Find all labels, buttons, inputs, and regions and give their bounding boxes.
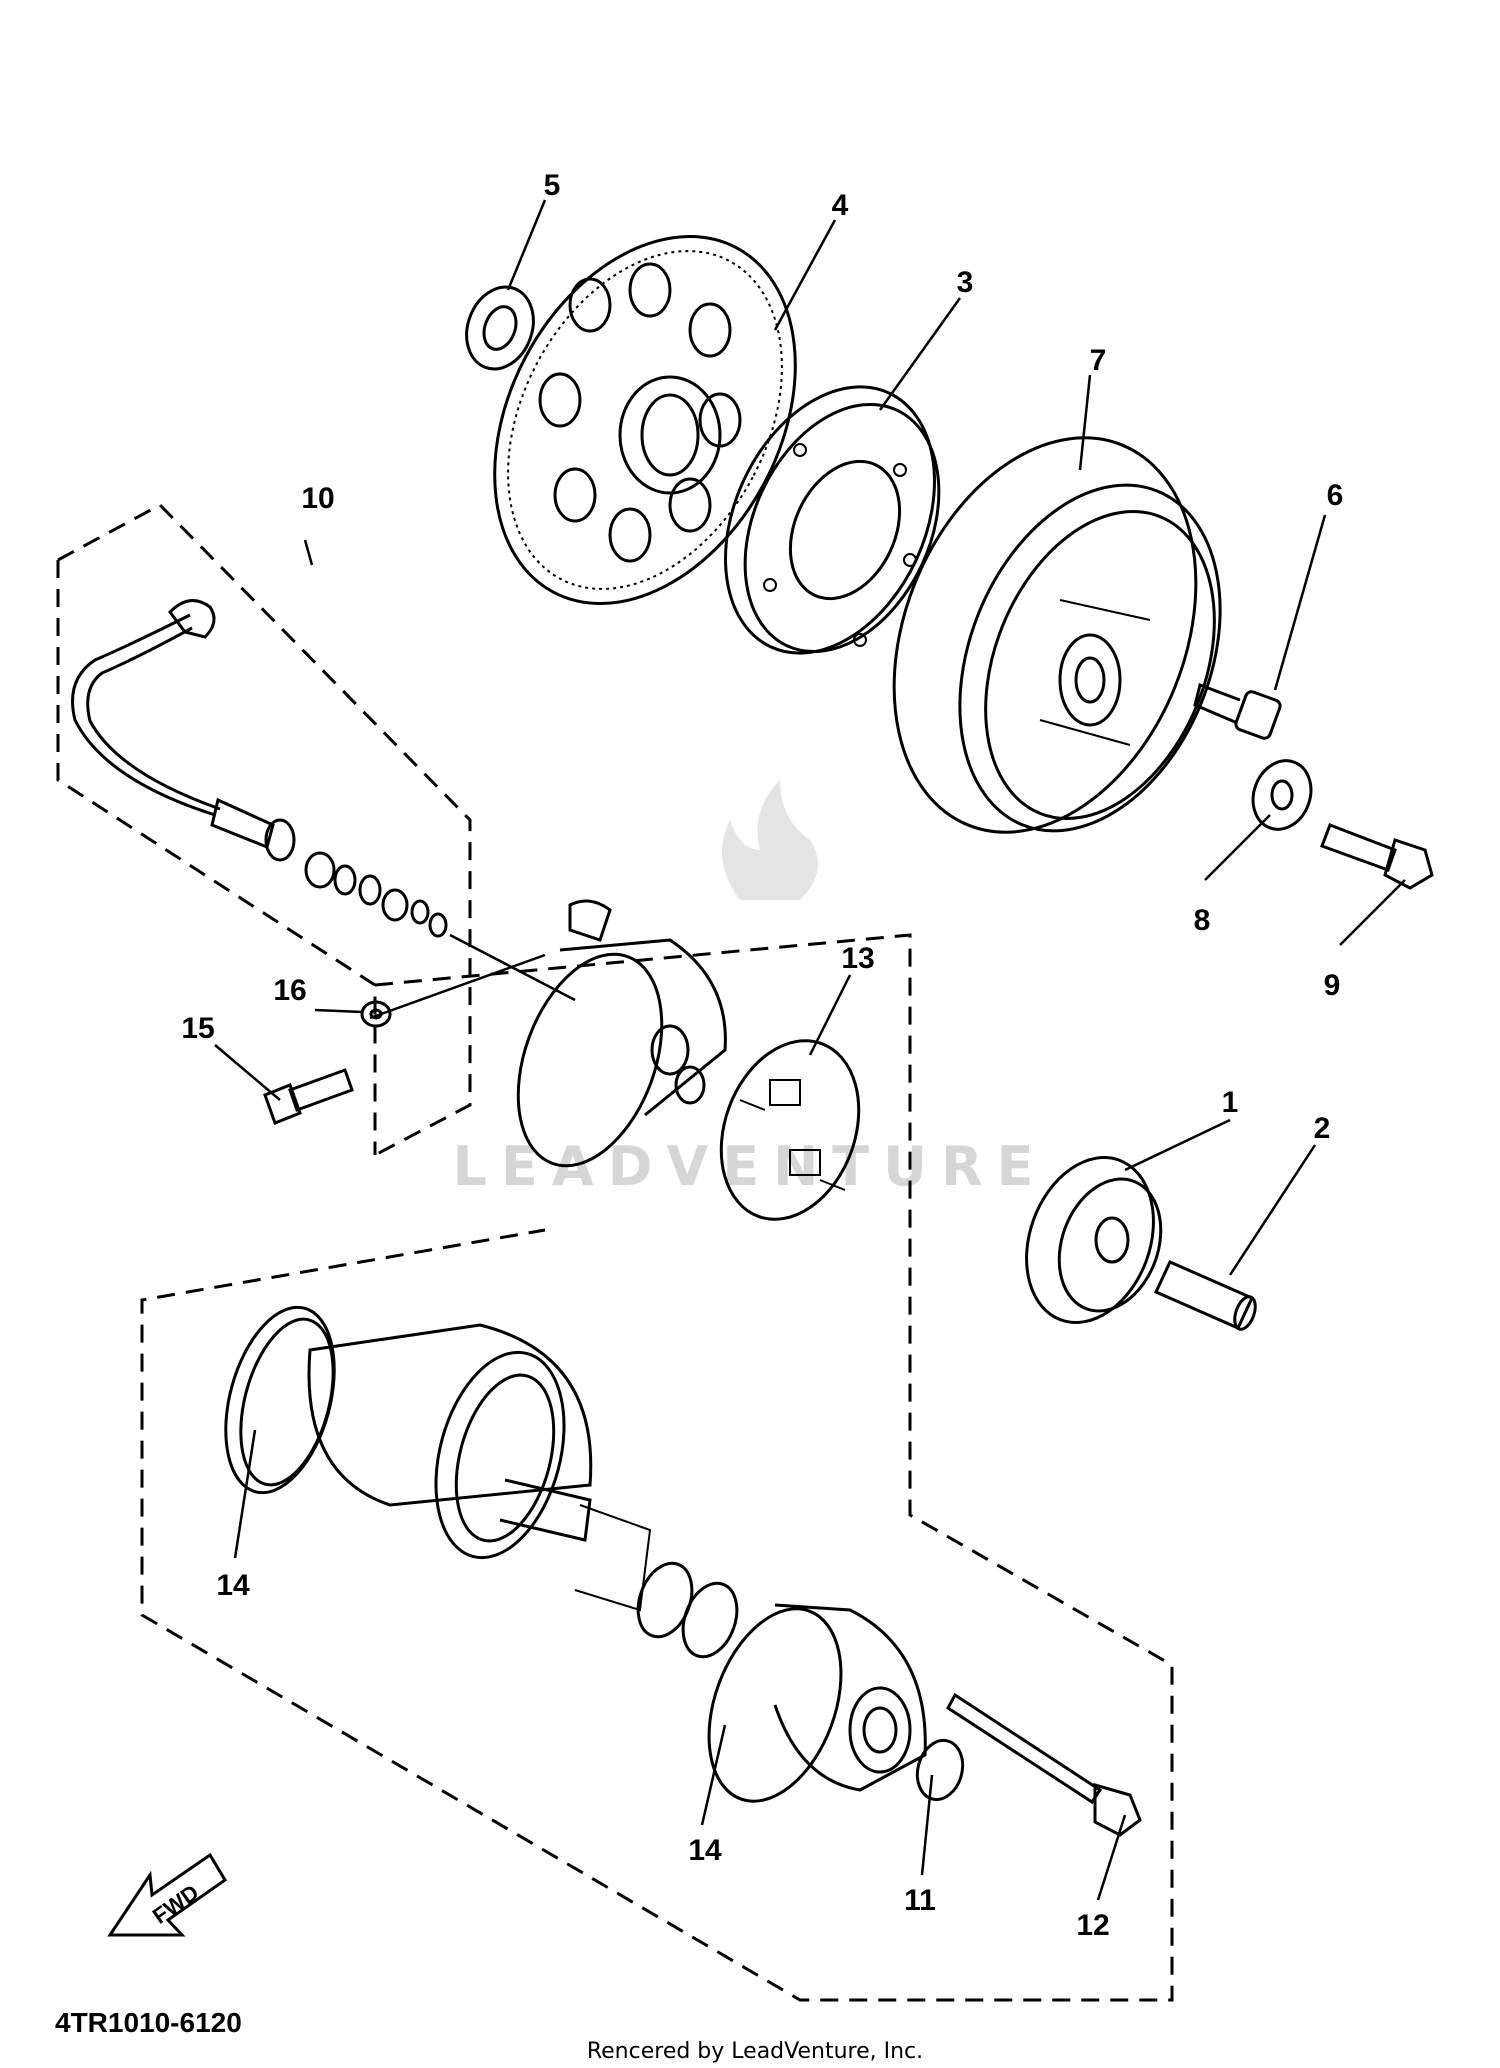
washer-5 — [465, 285, 535, 371]
callout-3: 3 — [957, 266, 974, 299]
assembly-outline-upper — [57, 503, 472, 1157]
callout-2: 2 — [1314, 1112, 1331, 1145]
callout-12: 12 — [1076, 1909, 1109, 1942]
callout-8: 8 — [1194, 904, 1211, 937]
diagram-part-code: 4TR1010-6120 — [55, 2007, 242, 2038]
armature-yoke — [224, 1305, 739, 1659]
callout-7: 7 — [1090, 344, 1107, 377]
starter-front-cover — [516, 899, 727, 1168]
assembly-outline-lower — [56, 560, 377, 1155]
callout-4: 4 — [832, 189, 849, 222]
bolt-9 — [1320, 823, 1434, 890]
callout-5: 5 — [544, 169, 561, 202]
callout-1: 1 — [1222, 1086, 1239, 1119]
callout-10: 10 — [301, 482, 334, 515]
callout-11: 11 — [904, 1884, 936, 1917]
callout-13: 13 — [841, 942, 874, 975]
starter-lead-wire — [71, 599, 576, 1002]
callout-14-lower: 14 — [688, 1834, 722, 1867]
callout-16: 16 — [273, 974, 306, 1007]
leader-lines — [214, 199, 1406, 1901]
idle-gear — [1025, 1156, 1163, 1324]
washer-8 — [1251, 759, 1313, 831]
o-ring-11 — [915, 1738, 965, 1802]
fwd-direction-arrow: FWD — [107, 1852, 228, 1937]
callout-9: 9 — [1324, 969, 1341, 1002]
watermark: LEADVENTURE — [453, 780, 1048, 1198]
idle-gear-shaft — [1153, 1260, 1257, 1331]
callout-6: 6 — [1327, 479, 1344, 512]
bolt-15 — [263, 1068, 354, 1125]
callout-15: 15 — [181, 1012, 214, 1045]
starter-wheel-gear — [493, 235, 797, 605]
bolt-6 — [1193, 683, 1282, 740]
rotor-assembly — [892, 436, 1222, 834]
through-bolt-12 — [946, 1692, 1142, 1837]
brush-holder — [719, 1039, 861, 1221]
assembly-outline-main — [140, 933, 1174, 2002]
fwd-label: FWD — [148, 1880, 203, 1929]
starter-rear-cover — [707, 1603, 927, 1803]
callout-14-upper: 14 — [216, 1569, 250, 1602]
watermark-text: LEADVENTURE — [453, 1135, 1048, 1198]
one-way-clutch — [724, 385, 941, 655]
render-credit: Rencered by LeadVenture, Inc. — [587, 2039, 923, 2064]
